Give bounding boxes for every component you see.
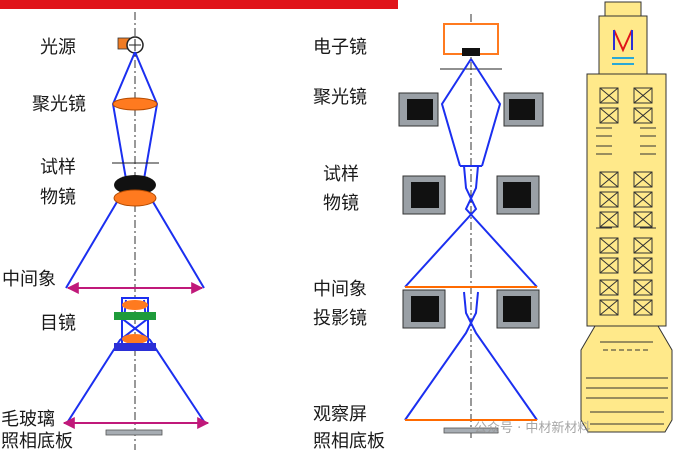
lens-coil-cross [599, 87, 619, 104]
electron-ray-paths [404, 58, 538, 421]
label-projector: 投影镜 [313, 308, 367, 329]
lens-coil-cross [633, 237, 653, 254]
label-eyepiece: 目镜 [40, 313, 76, 334]
lens-coil-cross [633, 279, 653, 296]
lens-coil-box [633, 257, 653, 274]
label-ground-glass: 毛玻璃 [1, 409, 55, 430]
label-specimen: 试样 [40, 157, 76, 178]
watermark-text: 公众号 · 中材新材料 [474, 421, 591, 436]
column-lens-stack [596, 87, 656, 327]
condenser-lens-icon [112, 97, 158, 111]
lens-coil-cross [633, 257, 653, 274]
objective-lens-icon [113, 189, 157, 207]
label-em-objective: 物镜 [323, 193, 359, 214]
em-objective-lens-icon [402, 175, 540, 215]
column-top-cap [604, 1, 642, 17]
lens-coil-cross [599, 299, 619, 316]
label-em-intermediate: 中间象 [313, 279, 367, 300]
lens-coil-box [633, 237, 653, 254]
lens-coil-box [633, 87, 653, 104]
lens-coil-box [633, 107, 653, 124]
light-source-icon [117, 36, 144, 54]
lens-coil-box [633, 191, 653, 208]
projector-lens-icon [402, 289, 540, 329]
electron-microscope [398, 14, 544, 440]
label-condenser: 聚光镜 [32, 94, 86, 115]
lens-coil-box [599, 191, 619, 208]
lens-coil-box [633, 211, 653, 228]
lens-coil-cross [599, 257, 619, 274]
lens-coil-box [633, 171, 653, 188]
lens-coil-cross [633, 171, 653, 188]
lens-coil-cross [599, 171, 619, 188]
eyepiece-icon [114, 297, 156, 351]
electron-gun-icon [440, 23, 502, 70]
lens-coil-box [599, 257, 619, 274]
lens-coil-cross [599, 237, 619, 254]
lens-coil-box [633, 279, 653, 296]
lens-coil-cross [633, 107, 653, 124]
label-em-specimen: 试样 [323, 164, 359, 185]
label-intermediate-image: 中间象 [2, 269, 56, 290]
lens-coil-cross [633, 299, 653, 316]
lens-coil-box [599, 237, 619, 254]
header-bar [0, 0, 398, 9]
lens-coil-cross [599, 107, 619, 124]
lens-coil-cross [599, 279, 619, 296]
lens-coil-cross [633, 211, 653, 228]
lens-coil-box [599, 299, 619, 316]
lens-coil-cross [599, 191, 619, 208]
label-viewing-screen: 观察屏 [313, 404, 367, 425]
tem-column-schematic [580, 1, 673, 433]
column-base [580, 325, 673, 433]
lens-coil-box [633, 299, 653, 316]
lens-coil-cross [599, 211, 619, 228]
light-microscope [62, 12, 210, 450]
label-objective: 物镜 [40, 187, 76, 208]
lens-coil-box [599, 87, 619, 104]
lens-coil-cross [633, 87, 653, 104]
photo-plate [105, 429, 163, 436]
lens-coil-box [599, 107, 619, 124]
em-condenser-lens-icon [398, 92, 544, 127]
label-em-photo-plate: 照相底板 [313, 431, 385, 452]
electron-gun-housing [598, 15, 648, 75]
em-photo-plate [443, 427, 499, 434]
lens-coil-box [599, 171, 619, 188]
lens-coil-box [599, 279, 619, 296]
column-body [586, 73, 667, 327]
label-electron-gun: 电子镜 [313, 37, 367, 58]
label-light-source: 光源 [40, 37, 76, 58]
label-photo-plate: 照相底板 [1, 431, 73, 452]
light-ray-paths [65, 51, 206, 424]
label-em-condenser: 聚光镜 [313, 87, 367, 108]
lens-coil-box [599, 211, 619, 228]
specimen-icon [114, 175, 156, 195]
lens-coil-cross [633, 191, 653, 208]
